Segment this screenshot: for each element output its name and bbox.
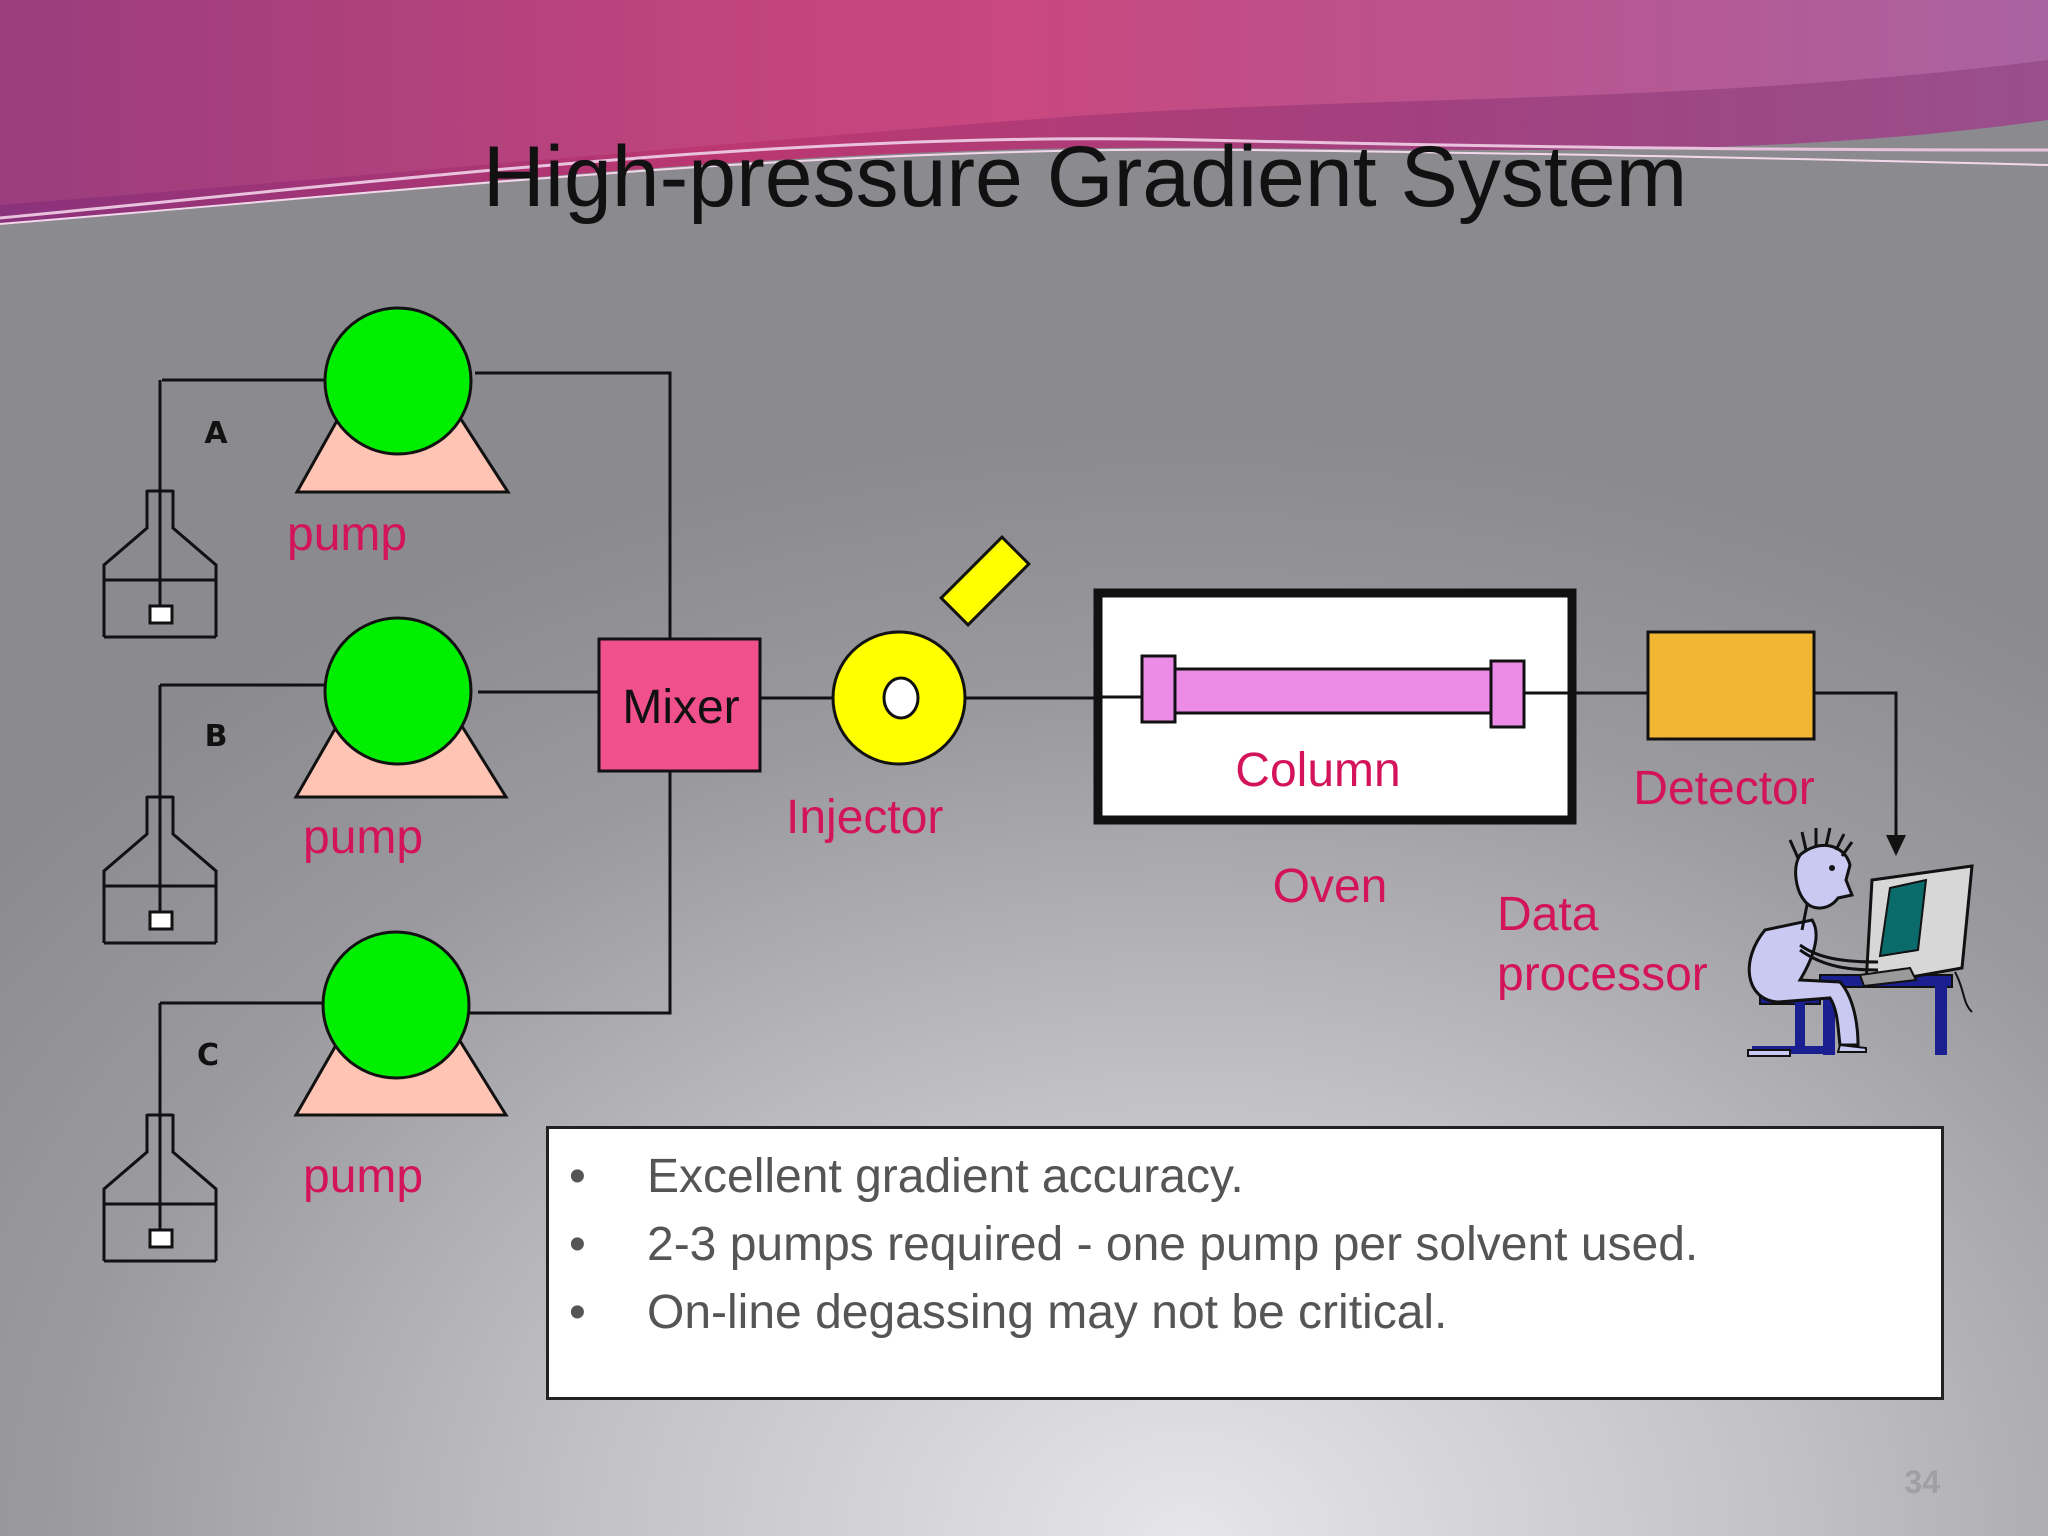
bullet-item: • Excellent gradient accuracy. — [549, 1143, 1941, 1211]
data-processor-label-line1: Data — [1497, 888, 1599, 941]
injector — [831, 535, 1031, 766]
injector-label: Injector — [786, 791, 943, 844]
flow-lines — [158, 371, 1898, 1114]
column-label: Column — [1235, 744, 1400, 797]
bullet-text: 2-3 pumps required - one pump per solven… — [647, 1218, 1699, 1271]
bullet-dot-icon: • — [569, 1286, 586, 1339]
solvent-label-a: A — [204, 416, 228, 451]
pump-b — [293, 616, 509, 799]
bullet-box: • Excellent gradient accuracy. • 2-3 pumps… — [546, 1126, 1944, 1400]
bullet-list: • Excellent gradient accuracy. • 2-3 pumps… — [549, 1129, 1941, 1347]
detector-label: Detector — [1633, 762, 1814, 815]
solvent-bottle-c — [102, 1113, 218, 1263]
pump-label-a: pump — [287, 508, 407, 561]
data-processor-label-line2: processor — [1497, 948, 1708, 1001]
oven-label: Oven — [1273, 860, 1388, 913]
page-number: 34 — [1904, 1464, 1940, 1500]
pump-c — [293, 930, 509, 1117]
solvent-label-b: B — [205, 719, 228, 754]
solvent-bottle-a — [102, 470, 218, 639]
mixer-label: Mixer — [622, 681, 739, 734]
solvent-label-c: C — [197, 1038, 219, 1073]
header-swoosh — [0, 0, 2048, 225]
computer-user-icon — [1747, 827, 1974, 1057]
slide-title: High-pressure Gradient System — [482, 129, 1688, 225]
bullet-text: Excellent gradient accuracy. — [647, 1150, 1244, 1203]
pump-a — [294, 306, 511, 494]
mixer-box — [597, 637, 762, 773]
bullet-item: • 2-3 pumps required - one pump per solve… — [549, 1211, 1941, 1279]
column — [1098, 654, 1572, 729]
arrow-head — [1886, 835, 1906, 856]
bullet-dot-icon: • — [569, 1150, 586, 1203]
bullet-dot-icon: • — [569, 1218, 586, 1271]
detector-box — [1646, 630, 1816, 741]
bullet-item: • On-line degassing may not be critical. — [549, 1279, 1941, 1347]
bullet-text: On-line degassing may not be critical. — [647, 1286, 1448, 1339]
solvent-bottle-b — [102, 790, 218, 945]
pump-label-c: pump — [303, 1150, 423, 1203]
pump-label-b: pump — [303, 811, 423, 864]
